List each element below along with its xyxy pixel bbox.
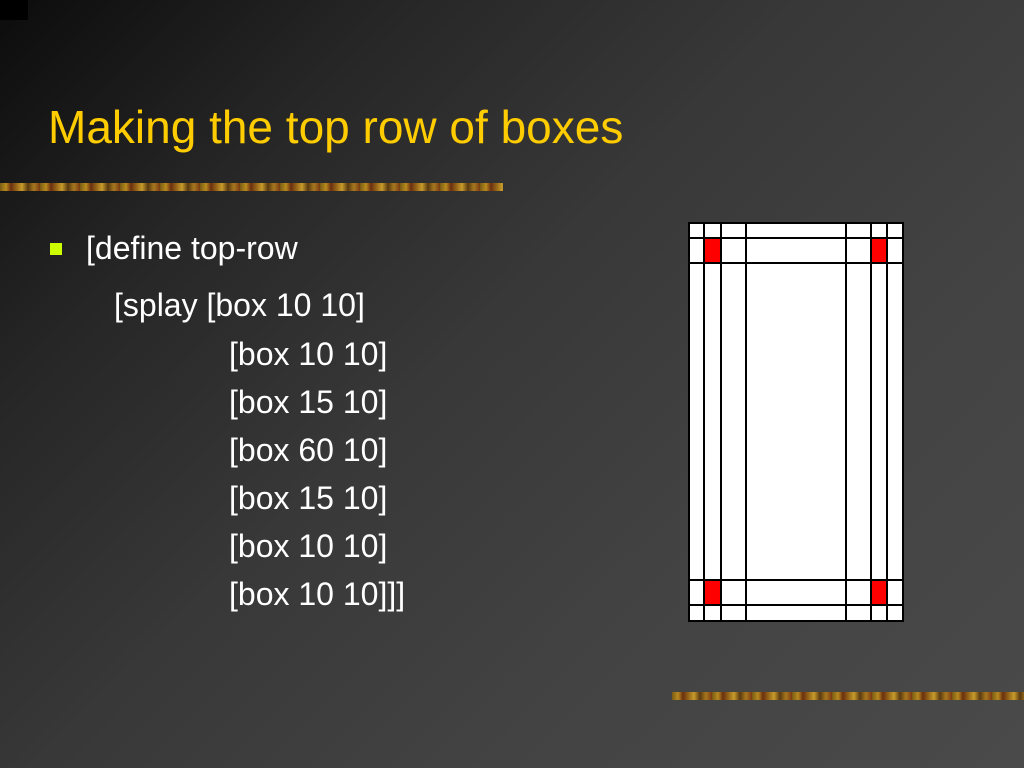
corner-mark bbox=[0, 0, 28, 20]
code-line: [box 15 10] bbox=[229, 480, 388, 516]
grid-line-vertical bbox=[703, 222, 705, 622]
code-line: [box 10 10] bbox=[229, 336, 388, 372]
bullet-marker bbox=[50, 243, 62, 255]
grid-line-horizontal bbox=[688, 237, 904, 239]
grid-line-horizontal bbox=[688, 262, 904, 264]
code-line: [box 10 10]]] bbox=[229, 576, 406, 612]
code-line: [box 60 10] bbox=[229, 432, 388, 468]
diagram-border bbox=[688, 222, 904, 622]
code-line: [splay [box 10 10] bbox=[114, 287, 365, 323]
box-layout-diagram bbox=[688, 222, 904, 622]
highlight-cell-bottom-left bbox=[705, 581, 721, 604]
code-line: [box 10 10] bbox=[229, 528, 388, 564]
grid-line-horizontal bbox=[688, 604, 904, 606]
grid-line-vertical bbox=[745, 222, 747, 622]
slide-title: Making the top row of boxes bbox=[48, 101, 624, 153]
code-line: [box 15 10] bbox=[229, 384, 388, 420]
highlight-cell-bottom-right bbox=[870, 581, 886, 604]
title-divider bbox=[0, 183, 503, 191]
bottom-divider bbox=[672, 692, 1024, 700]
grid-line-horizontal bbox=[688, 579, 904, 581]
highlight-cell-top-left bbox=[705, 239, 721, 262]
highlight-cell-top-right bbox=[870, 239, 886, 262]
grid-line-vertical bbox=[886, 222, 888, 622]
grid-line-vertical bbox=[870, 222, 872, 622]
grid-line-vertical bbox=[720, 222, 722, 622]
grid-line-vertical bbox=[845, 222, 847, 622]
bullet-text: [define top-row bbox=[86, 230, 298, 266]
